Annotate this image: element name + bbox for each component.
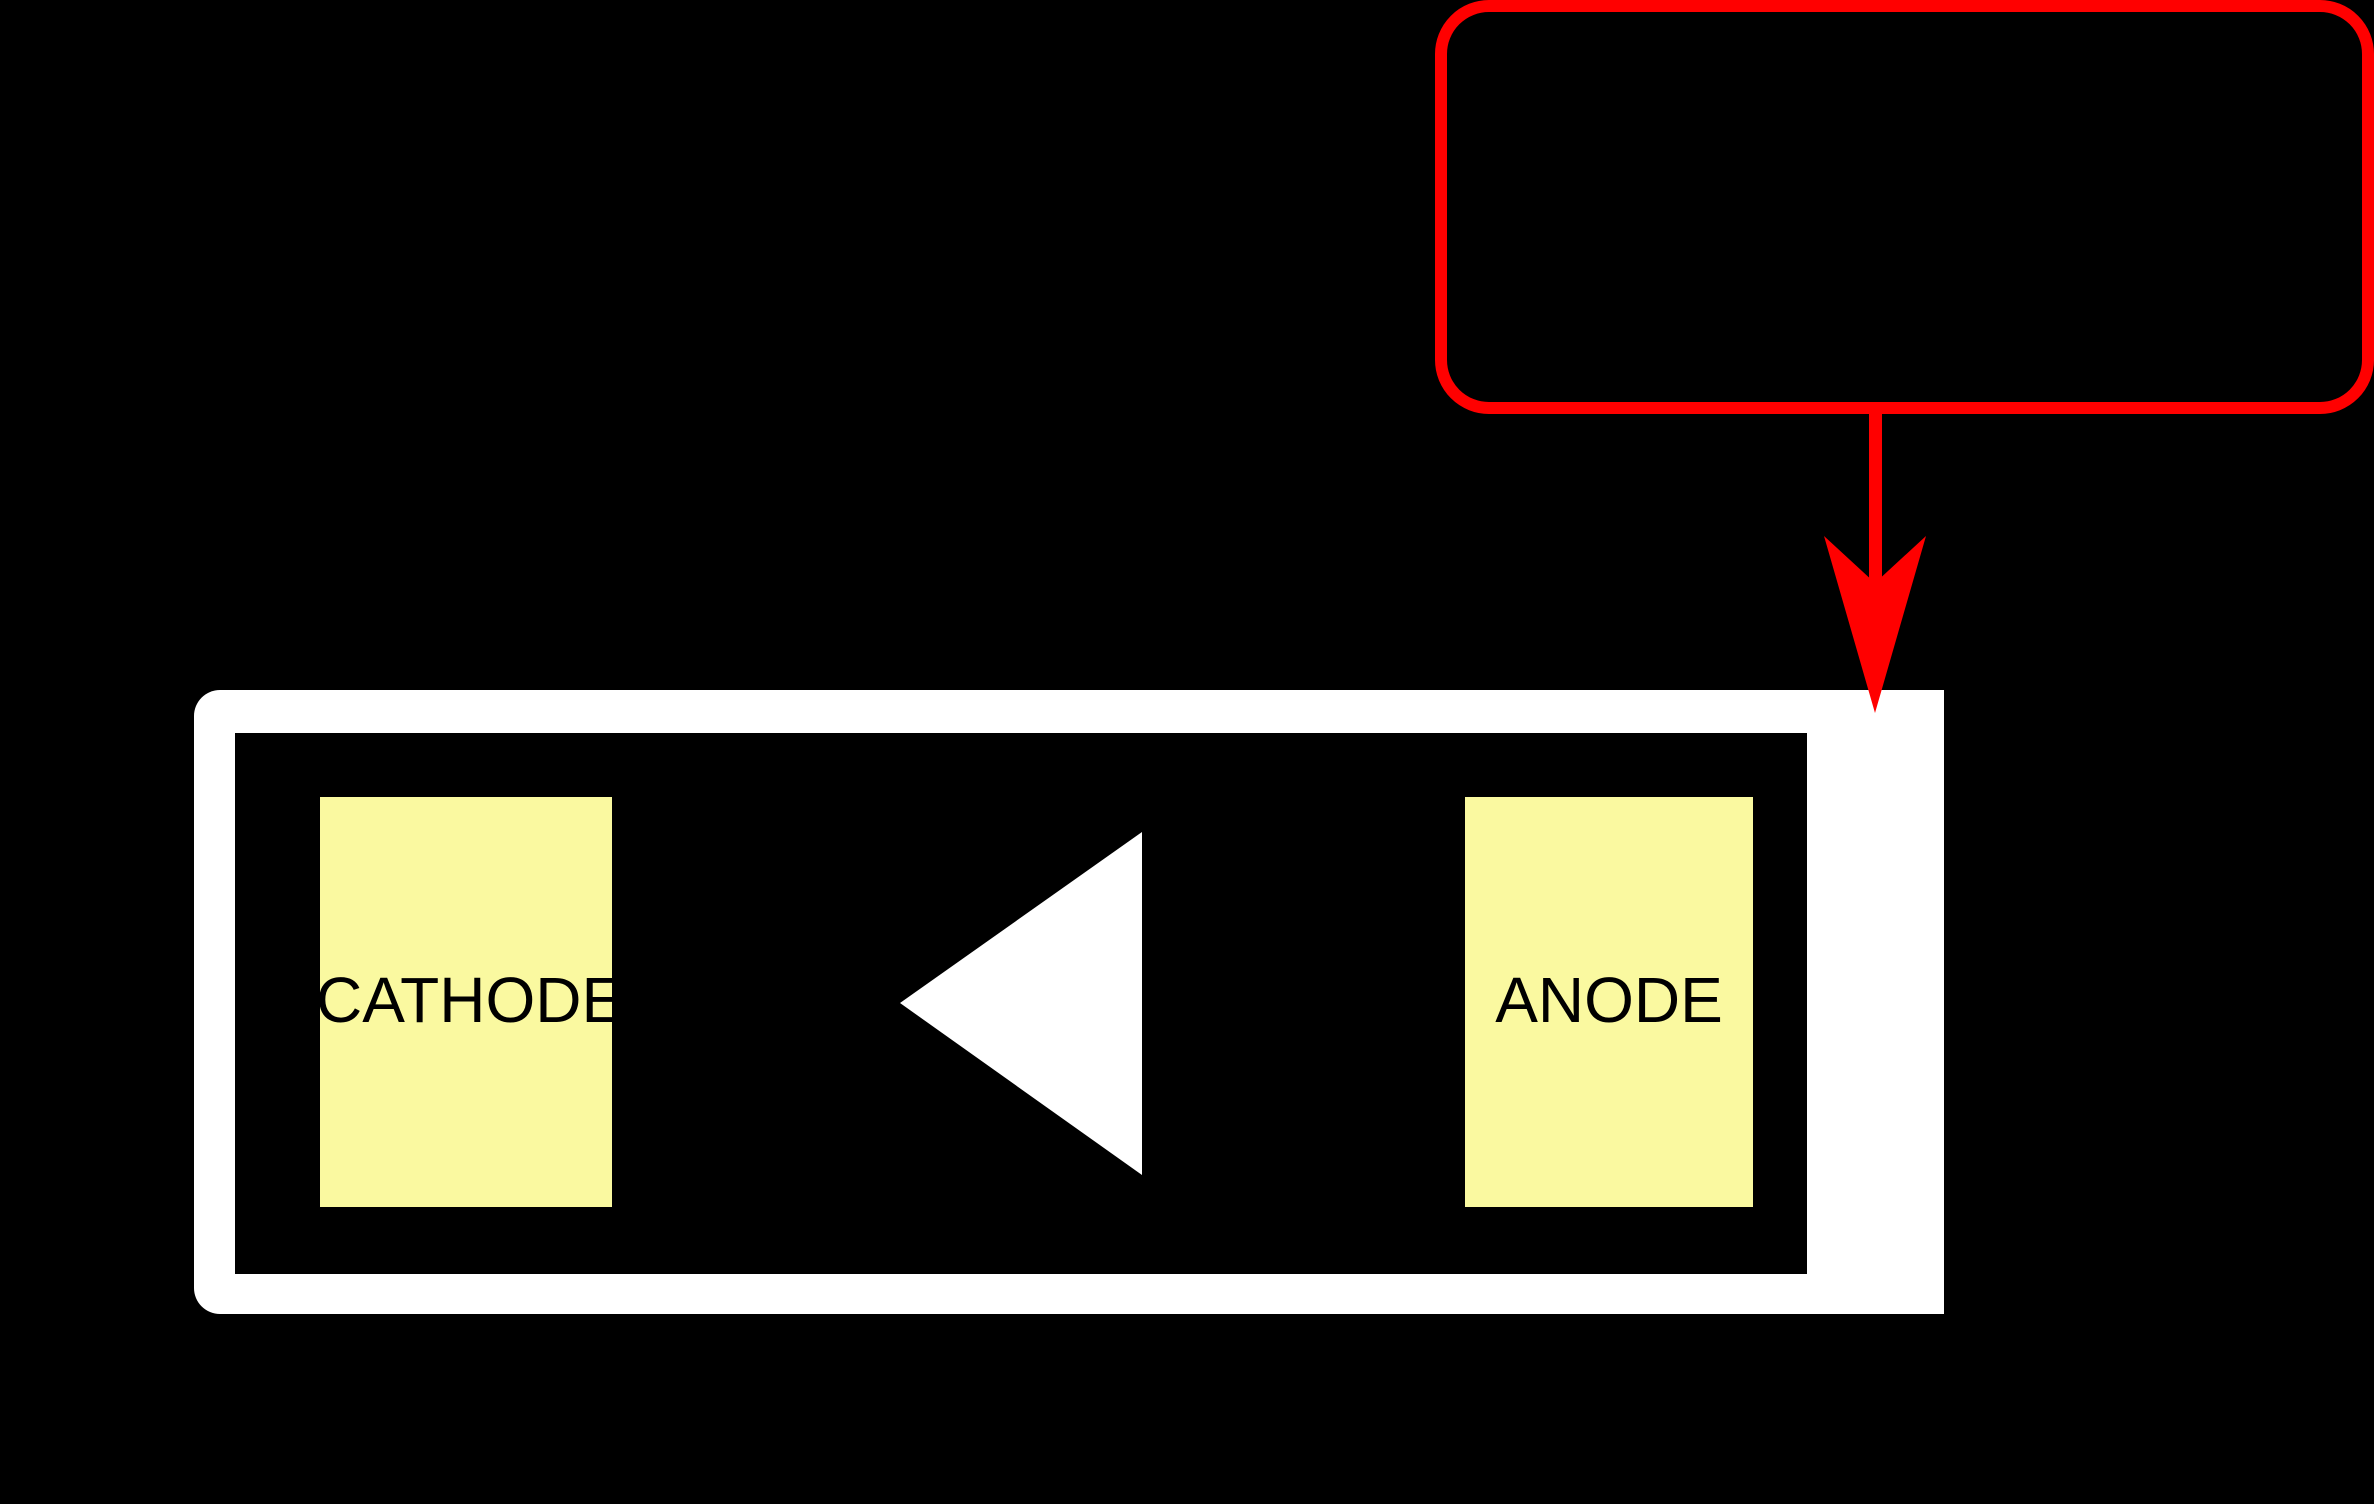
arrow-head-icon [1824,536,1926,713]
arrow-shaft-icon [1869,404,1882,634]
diode-triangle-icon [900,832,1142,1175]
polarity-band [1807,690,1944,1314]
anode-pad [1465,797,1753,1207]
anode-label: ANODE [1495,964,1723,1036]
cathode-pad [320,797,612,1207]
callout-arrow [1824,404,1926,713]
callout-box [1435,0,2374,414]
cathode-label: CATHODE [316,964,624,1036]
